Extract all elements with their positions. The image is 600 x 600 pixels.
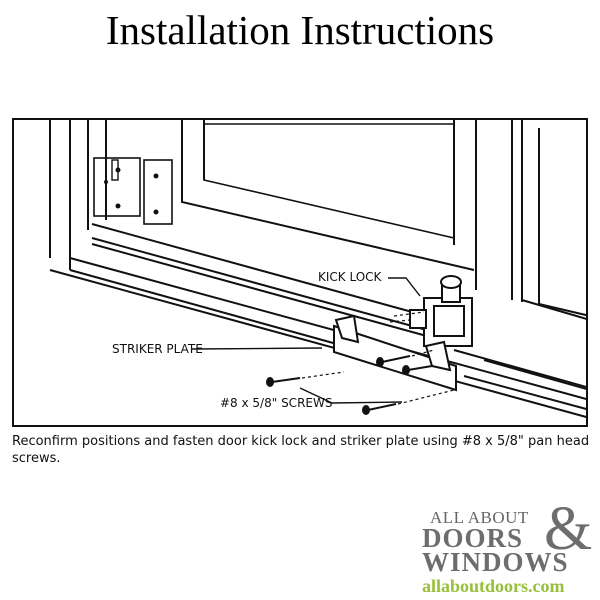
kick-lock-label: KICK LOCK <box>318 270 382 284</box>
brand-logo: ALL ABOUT DOORS WINDOWS & allaboutdoors.… <box>418 495 598 596</box>
installation-diagram: KICK LOCK STRIKER PLATE #8 x 5/8" SCREWS <box>12 118 588 427</box>
logo-ampersand: & <box>544 495 593 563</box>
door-illustration <box>49 120 586 418</box>
screws-label: #8 x 5/8" SCREWS <box>220 396 333 410</box>
logo-line3: WINDOWS <box>422 547 569 577</box>
striker-plate-label: STRIKER PLATE <box>112 342 203 356</box>
logo-line1: ALL ABOUT <box>430 508 529 527</box>
logo-url: allaboutdoors.com <box>422 576 565 596</box>
instruction-caption: Reconfirm positions and fasten door kick… <box>12 434 590 466</box>
logo-line2: DOORS <box>422 523 524 553</box>
page-title: Installation Instructions <box>105 7 495 53</box>
